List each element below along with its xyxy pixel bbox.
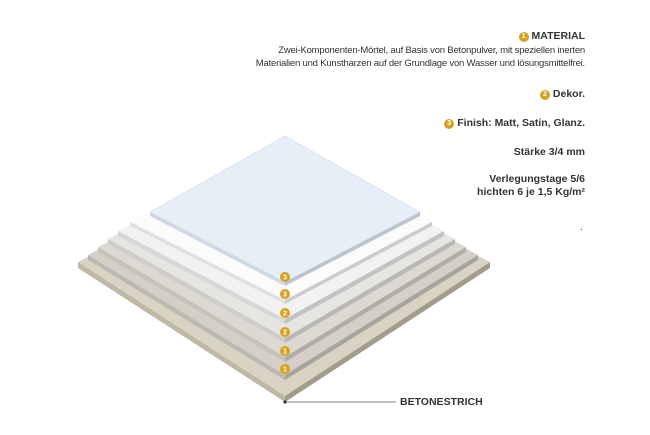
layer-3-finish	[149, 135, 421, 286]
svg-text:2: 2	[283, 330, 287, 337]
material-number-badge: 1	[518, 32, 529, 42]
finish-label: Finish: Matt, Satin, Glanz.	[457, 117, 585, 129]
svg-text:3: 3	[283, 292, 287, 299]
layer-badge: 1	[280, 346, 290, 356]
svg-text:2: 2	[283, 311, 287, 318]
material-title: MATERIAL	[531, 30, 585, 42]
verlegung-line-1: Verlegungstage 5/6	[489, 173, 585, 185]
svg-text:1: 1	[283, 367, 287, 374]
svg-text:3: 3	[283, 275, 287, 282]
finish-number-badge: 3	[444, 119, 455, 129]
layer-badge: 2	[280, 308, 290, 318]
material-description-line-1: Zwei-Komponenten-Mörtel, auf Basis von B…	[278, 45, 585, 56]
layer-badge: 2	[280, 327, 290, 337]
material-description-line-2: Materialien und Kunstharzen auf der Grun…	[255, 58, 585, 69]
svg-text:1: 1	[283, 349, 287, 356]
layer-badge: 3	[280, 272, 290, 282]
dot-mark: .	[580, 222, 583, 233]
layer-badge: 3	[280, 289, 290, 299]
layer-badge: 1	[280, 364, 290, 374]
verlegung-line-2: hichten 6 je 1,5 Kg/m²	[477, 186, 585, 198]
dekor-label: Dekor.	[552, 88, 585, 100]
dekor-number-badge: 2	[539, 90, 550, 100]
layer-badges: 3 3 2 2 1 1	[280, 272, 290, 374]
staerke-text: Stärke 3/4 mm	[513, 146, 585, 158]
betonestrich-label: BETONESTRICH	[400, 396, 483, 408]
beton-leader-dot	[283, 400, 287, 404]
